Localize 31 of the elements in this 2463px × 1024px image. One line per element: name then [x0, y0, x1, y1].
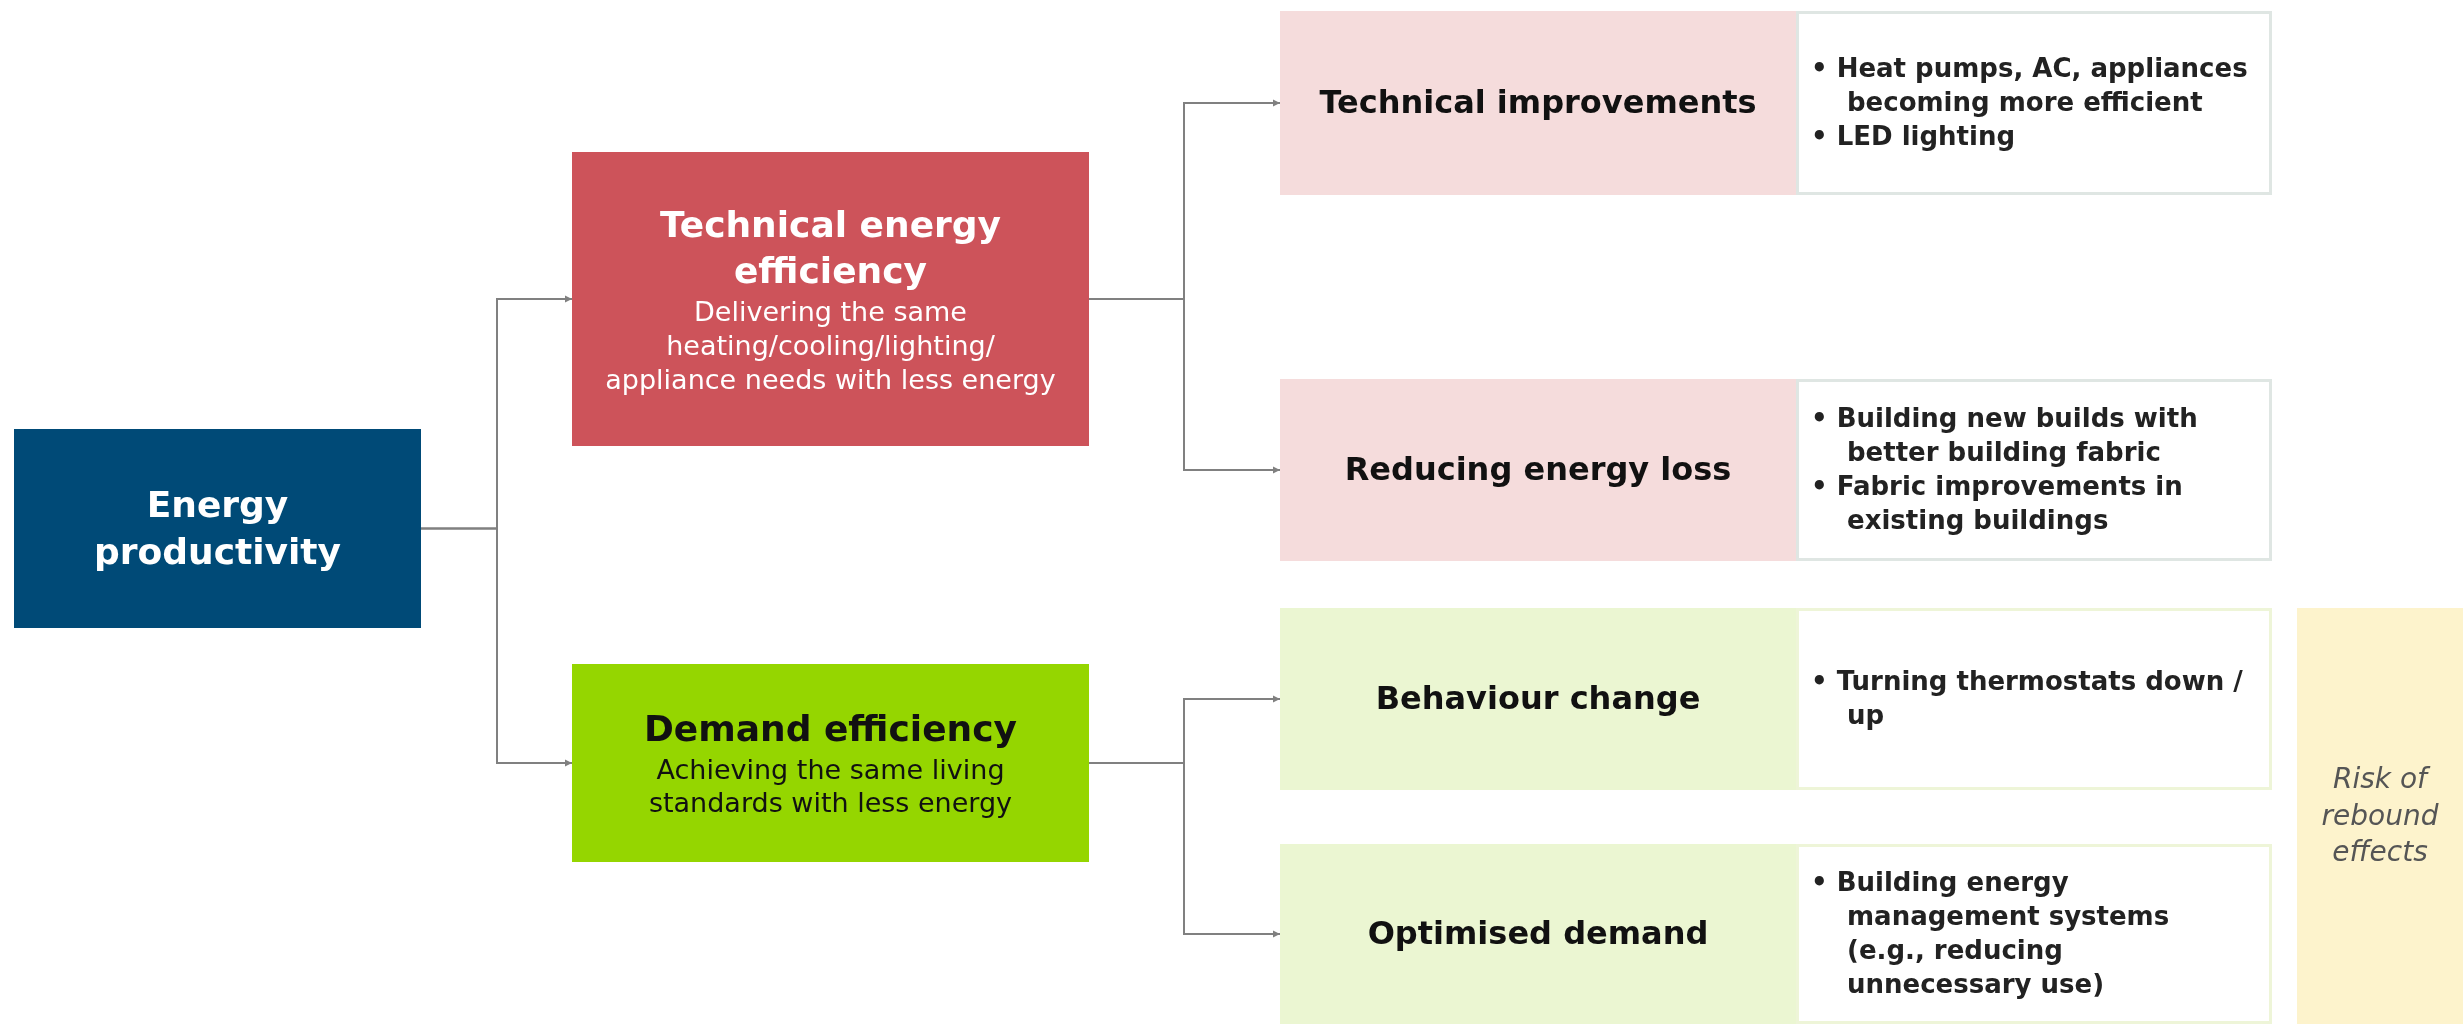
bullet-text: • Turning thermostats down / up [1811, 665, 2244, 732]
note-text: Risk of rebound effects [2321, 761, 2439, 871]
connector-arrow [1088, 762, 1281, 938]
category-box [572, 664, 1089, 862]
description-text: Achieving the same living standards with less energy [647, 752, 1014, 821]
heading-text: Reducing energy loss [1344, 449, 1732, 491]
bullet-text: • Fabric improvements in existing buildings [1811, 470, 2184, 537]
examples-box [1796, 608, 2272, 790]
root-box [14, 429, 421, 628]
examples-box [1796, 379, 2272, 561]
bullet-text: • LED lighting [1811, 119, 2017, 153]
examples-box [1796, 844, 2272, 1024]
connector-arrow [1088, 298, 1281, 474]
bullet-text: • Building new builds with better building fabric [1811, 402, 2199, 470]
connector-arrow [420, 527, 573, 767]
note-box [2297, 608, 2463, 1024]
subcategory-box [1280, 844, 1796, 1024]
heading-text: Behaviour change [1375, 678, 1701, 720]
bullet-text: • Building energy management systems (e.g., reducing unnecessary use) [1811, 866, 2171, 1001]
heading-text: Technical energy efficiency [658, 202, 1003, 294]
category-box [572, 152, 1089, 446]
heading-text: Technical improvements [1319, 82, 1757, 124]
heading-text: Optimised demand [1367, 913, 1709, 955]
description-text: Delivering the same heating/cooling/lighting/ appliance needs with less energy [604, 295, 1057, 397]
subcategory-box [1280, 379, 1796, 561]
heading-text: Demand efficiency [643, 706, 1018, 751]
subcategory-box [1280, 608, 1796, 790]
bullet-text: • Heat pumps, AC, appliances becoming more efficient [1811, 52, 2249, 120]
subcategory-box [1280, 11, 1796, 195]
examples-box [1796, 11, 2272, 195]
heading-text: Energy productivity [93, 482, 342, 574]
